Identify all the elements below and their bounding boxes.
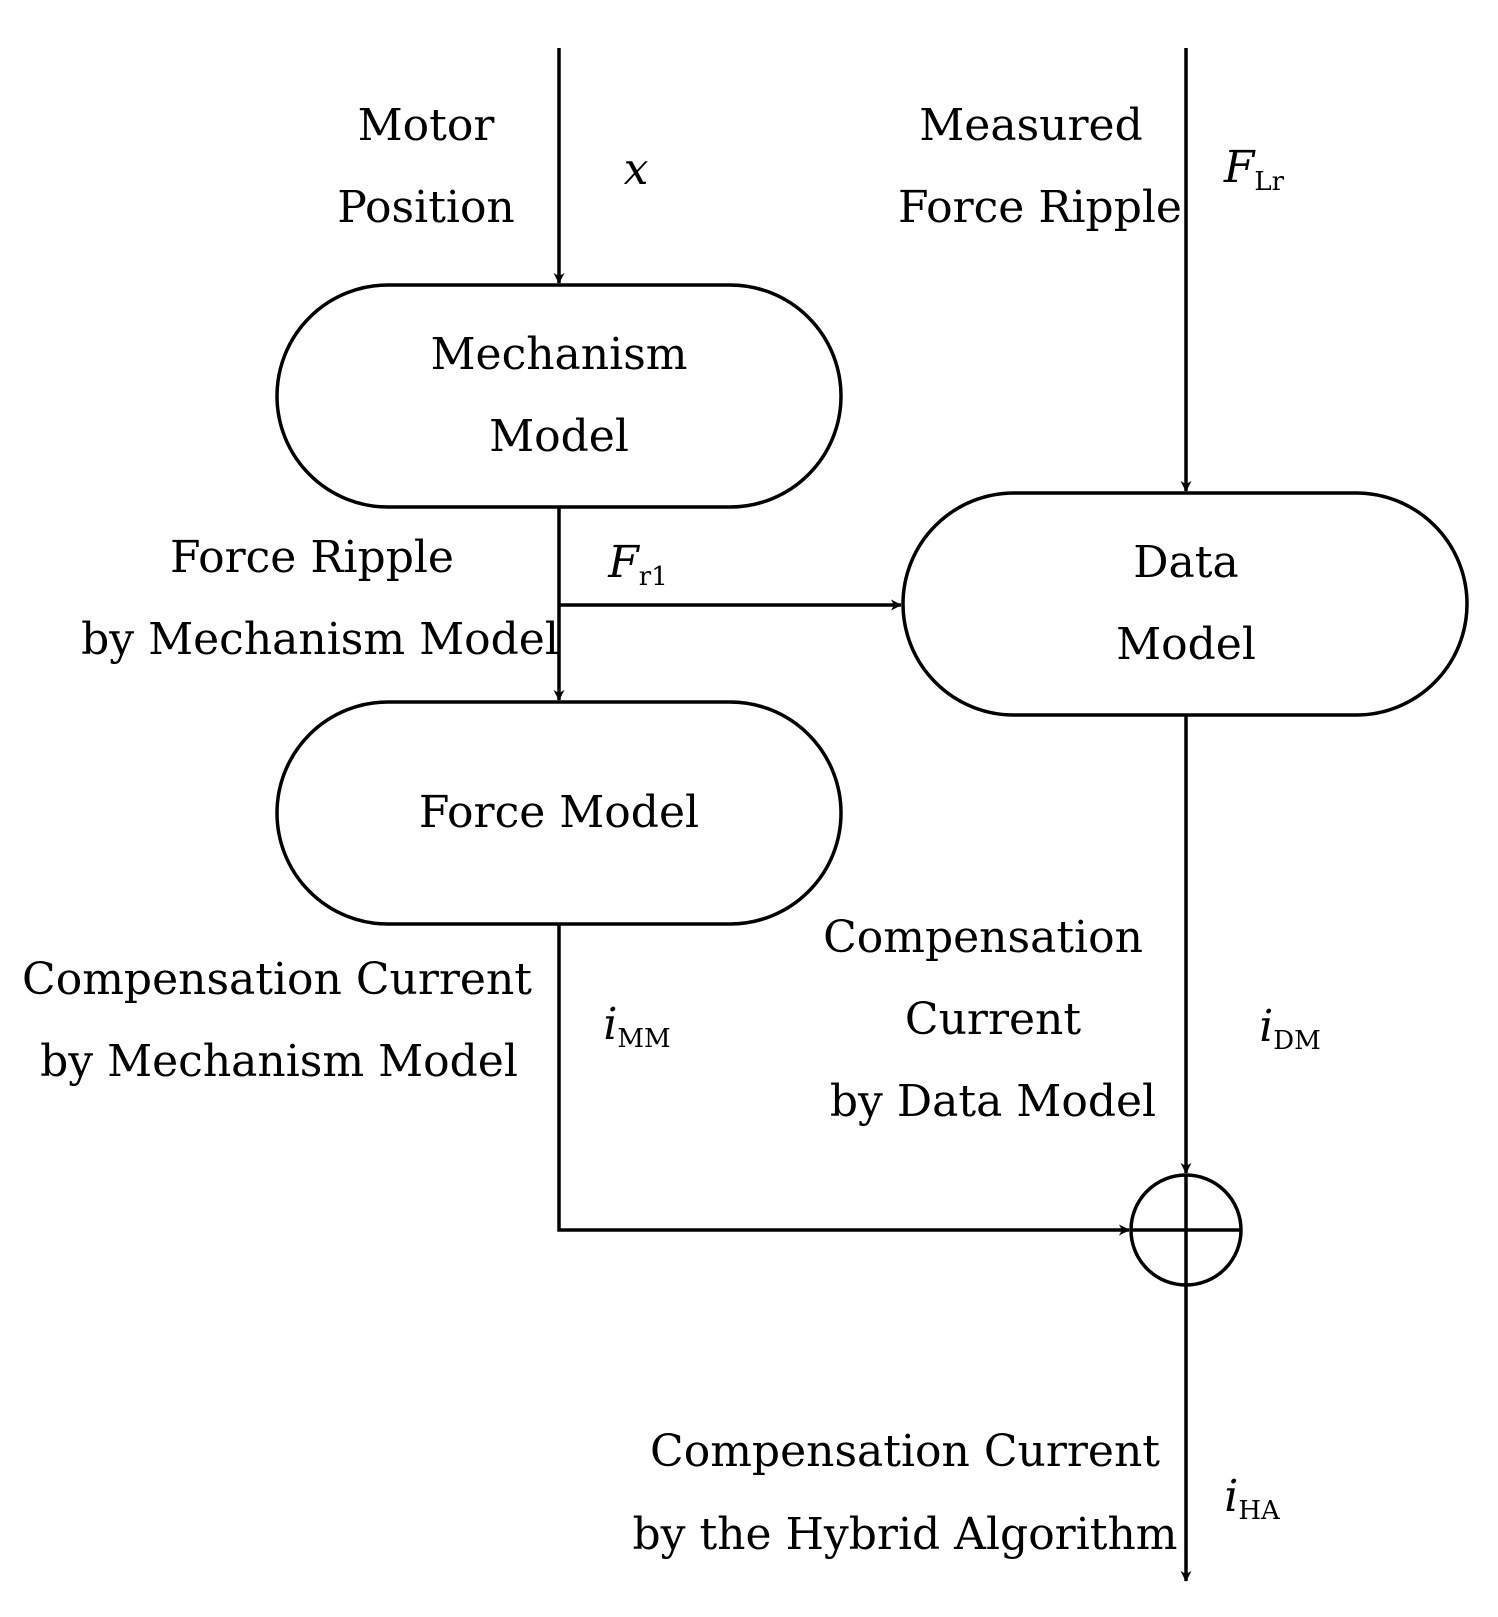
- mechanism-model-label-line2: Model: [489, 411, 629, 462]
- motor-position-label-line1: Motor: [357, 100, 495, 151]
- data-model-box: [901, 491, 1469, 717]
- current-data-symbol: iDM: [1259, 1001, 1321, 1056]
- force-ripple-mechanism-label-line1: Force Ripple: [170, 532, 454, 583]
- current-data-label-line1: Compensation: [823, 912, 1143, 963]
- mechanism-model-box: [275, 283, 843, 509]
- force-ripple-mechanism-label-line2: by Mechanism Model: [81, 614, 559, 665]
- force-ripple-mechanism-symbol: Fr1: [608, 537, 668, 592]
- data-model-label-line1: Data: [1133, 537, 1239, 588]
- force-model-label: Force Model: [418, 787, 700, 838]
- measured-force-ripple-label-line2: Force Ripple: [898, 182, 1182, 233]
- mechanism-model-label-line1: Mechanism: [430, 329, 688, 380]
- motor-position-symbol: x: [623, 144, 649, 195]
- force-model-to-junction-arrow: [557, 924, 1130, 1236]
- current-hybrid-symbol: iHA: [1224, 1471, 1280, 1526]
- current-data-label-line3: by Data Model: [829, 1076, 1157, 1127]
- current-hybrid-label-line2: by the Hybrid Algorithm: [632, 1509, 1178, 1560]
- data-model-label-line2: Model: [1116, 619, 1256, 670]
- current-hybrid-label-line1: Compensation Current: [650, 1426, 1160, 1477]
- current-mechanism-label-line2: by Mechanism Model: [40, 1036, 518, 1087]
- measured-force-ripple-label-line1: Measured: [919, 100, 1143, 151]
- current-data-label-line2: Current: [904, 994, 1082, 1045]
- measured-force-ripple-symbol: FLr: [1223, 142, 1285, 197]
- current-mechanism-symbol: iMM: [603, 999, 671, 1054]
- current-mechanism-label-line1: Compensation Current: [22, 954, 532, 1005]
- motor-position-label-line2: Position: [337, 182, 515, 233]
